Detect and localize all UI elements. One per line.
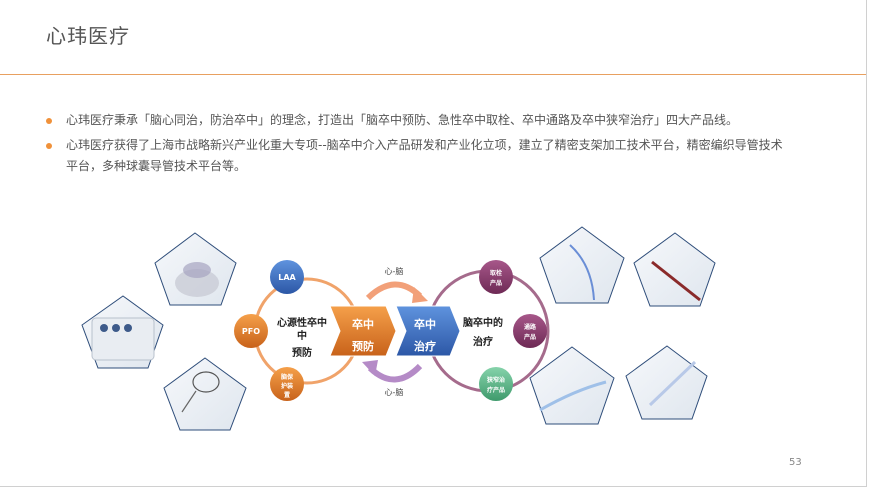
product-image-occluder <box>154 232 237 306</box>
bullet-item: 心玮医疗秉承「脑心同治，防治卒中」的理念，打造出「脑卒中预防、急性卒中取栓、卒中… <box>46 110 786 131</box>
prevention-chevron <box>329 305 397 357</box>
product-image-catheter-4 <box>625 345 708 420</box>
page-number: 53 <box>789 457 802 468</box>
left-ring-label-line1: 心源性卒中 <box>277 316 327 329</box>
product-image-device <box>81 295 164 369</box>
bullet-item: 心玮医疗获得了上海市战略新兴产业化重大专项--脑卒中介入产品研发和产业化立项，建… <box>46 135 786 177</box>
arrow-top-icon <box>365 281 423 301</box>
node-thrombectomy-label-2: 产品 <box>490 279 502 287</box>
node-stenosis <box>479 367 513 401</box>
center-right-line2: 治疗 <box>414 339 436 353</box>
bullet-dot-icon <box>46 143 52 149</box>
node-laa <box>270 260 304 294</box>
bullet-text: 心玮医疗获得了上海市战略新兴产业化重大专项--脑卒中介入产品研发和产业化立项，建… <box>66 138 783 173</box>
center-right-line1: 卒中 <box>414 317 436 331</box>
node-pfo-label: PFO <box>242 327 260 336</box>
left-ring-label-line3: 预防 <box>292 346 312 359</box>
center-left-line2: 预防 <box>352 339 374 353</box>
title-divider <box>0 74 866 75</box>
product-image-filter <box>163 357 247 431</box>
bullet-list: 心玮医疗秉承「脑心同治，防治卒中」的理念，打造出「脑卒中预防、急性卒中取栓、卒中… <box>46 110 786 181</box>
node-stenosis-label-1: 狭窄治 <box>486 376 505 384</box>
right-ring-label-line2: 治疗 <box>473 335 493 348</box>
node-brain-protect-label-3: 置 <box>284 391 290 399</box>
arrow-top-label: 心-脑 <box>385 266 404 276</box>
right-ring-label-line1: 脑卒中的 <box>463 316 503 329</box>
center-left-line1: 卒中 <box>352 317 374 331</box>
bullet-text: 心玮医疗秉承「脑心同治，防治卒中」的理念，打造出「脑卒中预防、急性卒中取栓、卒中… <box>66 113 739 127</box>
bullet-dot-icon <box>46 118 52 124</box>
slide-title: 心玮医疗 <box>46 24 130 48</box>
node-brain-protection <box>270 367 304 401</box>
node-thrombectomy <box>479 260 513 294</box>
node-stenosis-label-2: 疗产品 <box>487 386 505 394</box>
node-access <box>513 314 547 348</box>
treatment-chevron <box>395 305 461 357</box>
node-pfo <box>234 314 268 348</box>
node-brain-protect-label-2: 护装 <box>281 382 293 390</box>
product-image-catheter-1 <box>539 226 625 304</box>
arrow-bottom-label: 心-脑 <box>385 387 404 397</box>
node-access-label-1: 通路 <box>524 323 537 331</box>
left-ring-label-line2: 中 <box>297 329 307 342</box>
product-image-catheter-2 <box>633 232 716 307</box>
arrow-bottom-icon <box>367 363 423 383</box>
node-brain-protect-label-1: 脑保 <box>281 373 294 381</box>
node-laa-label: LAA <box>278 273 296 282</box>
node-thrombectomy-label-1: 取栓 <box>490 269 502 277</box>
node-access-label-2: 产品 <box>524 333 536 341</box>
product-image-catheter-3 <box>529 346 615 425</box>
